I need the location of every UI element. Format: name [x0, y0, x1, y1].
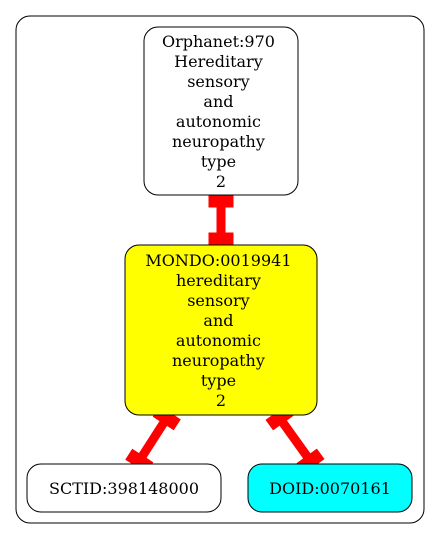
node-mondo-line: and [203, 311, 233, 330]
node-mondo-line: type [201, 371, 236, 390]
node-orphanet-line: 2 [216, 172, 226, 191]
node-mondo-line: hereditary [176, 271, 261, 290]
node-orphanet-line: type [201, 152, 236, 171]
node-orphanet-line: Orphanet:970 [162, 32, 275, 51]
edge-orphanet-mondo-tail-head [208, 194, 234, 208]
node-orphanet-line: neuropathy [172, 132, 265, 151]
node-sctid[interactable]: SCTID:398148000 [26, 463, 222, 513]
node-orphanet[interactable]: Orphanet:970 Hereditary sensory and auto… [143, 26, 299, 196]
node-orphanet-line: Hereditary [174, 52, 263, 71]
node-doid[interactable]: DOID:0070161 [247, 463, 413, 513]
node-mondo-box[interactable] [124, 244, 318, 416]
node-orphanet-line: and [203, 92, 233, 111]
node-sctid-box[interactable] [26, 463, 222, 513]
node-doid-box[interactable] [247, 463, 413, 513]
node-mondo-line: 2 [216, 391, 226, 410]
node-sctid-label: SCTID:398148000 [49, 479, 199, 498]
node-mondo-label: MONDO:0019941 hereditary sensory and aut… [145, 251, 296, 410]
node-mondo-line: autonomic [176, 331, 261, 350]
node-orphanet-label: Orphanet:970 Hereditary sensory and auto… [162, 32, 280, 191]
node-orphanet-line: sensory [187, 72, 250, 91]
node-orphanet-line: autonomic [176, 112, 261, 131]
node-mondo[interactable]: MONDO:0019941 hereditary sensory and aut… [124, 244, 318, 416]
edges-layer [125, 194, 325, 474]
node-doid-label: DOID:0070161 [269, 479, 391, 498]
edge-orphanet-mondo-head [208, 232, 234, 246]
node-mondo-line: neuropathy [172, 351, 265, 370]
node-mondo-line: MONDO:0019941 [145, 251, 291, 270]
node-orphanet-box[interactable] [143, 26, 299, 196]
node-mondo-line: sensory [187, 291, 250, 310]
